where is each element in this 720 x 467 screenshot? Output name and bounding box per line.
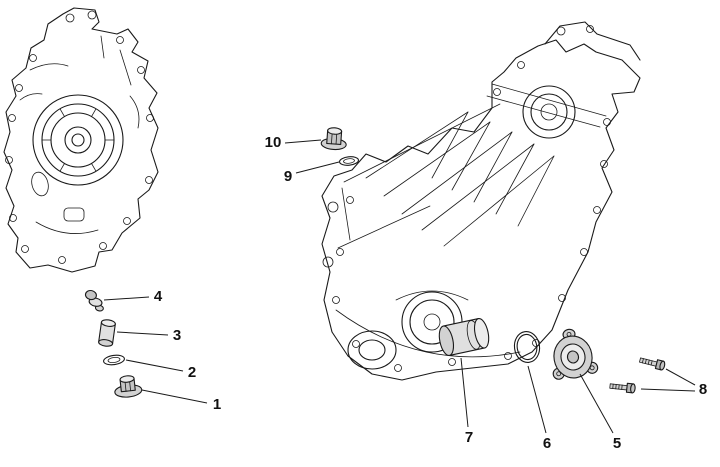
part-10-plug <box>320 127 347 151</box>
right-case-bolt-holes <box>322 61 611 372</box>
left-crankcase-outline <box>3 7 159 273</box>
right-case-top-bracket <box>544 21 641 61</box>
left-bolt-holes <box>5 10 154 264</box>
callouts: 1 2 3 4 5 6 7 8 9 10 <box>154 134 707 452</box>
callout-5: 5 <box>613 435 621 452</box>
leader-line-7 <box>460 357 469 428</box>
part-4-plug <box>84 289 104 312</box>
leader-line-1 <box>141 389 208 404</box>
leader-line-8a <box>665 368 696 386</box>
part-1-drain-plug <box>114 375 143 398</box>
leader-line-3 <box>116 331 169 336</box>
leader-line-8b <box>640 388 696 392</box>
leader-line-10 <box>284 139 322 144</box>
callout-6: 6 <box>543 435 551 452</box>
right-case-boss <box>347 330 397 370</box>
leader-line-5 <box>579 373 614 434</box>
right-case-upper-bore <box>522 85 576 139</box>
leader-line-2 <box>125 359 184 372</box>
leader-line-9 <box>295 161 340 174</box>
leader-line-4 <box>103 296 150 301</box>
callout-2: 2 <box>188 364 196 381</box>
callout-4: 4 <box>154 288 163 305</box>
part-5-cover <box>552 328 599 380</box>
callout-3: 3 <box>173 327 181 344</box>
left-bearing-boss <box>32 94 124 186</box>
part-9-washer <box>338 156 360 166</box>
callout-9: 9 <box>284 168 292 185</box>
callout-1: 1 <box>213 396 221 413</box>
callout-8: 8 <box>699 381 707 398</box>
callout-7: 7 <box>465 429 473 446</box>
part-2-washer <box>103 354 125 366</box>
right-case-rib-lattice <box>335 83 607 358</box>
part-7-cylinder <box>438 317 490 357</box>
right-crankcase-drawing <box>321 21 641 381</box>
leader-lines <box>103 139 696 434</box>
part-3-bushing <box>98 319 116 347</box>
left-case-details <box>19 35 140 234</box>
part-8-bolt-upper <box>639 357 666 371</box>
leader-line-6 <box>527 365 547 434</box>
part-8-bolt-lower <box>609 382 636 394</box>
part-6-o-ring <box>513 331 541 363</box>
callout-10: 10 <box>265 134 282 151</box>
left-crankcase-drawing <box>3 7 159 273</box>
